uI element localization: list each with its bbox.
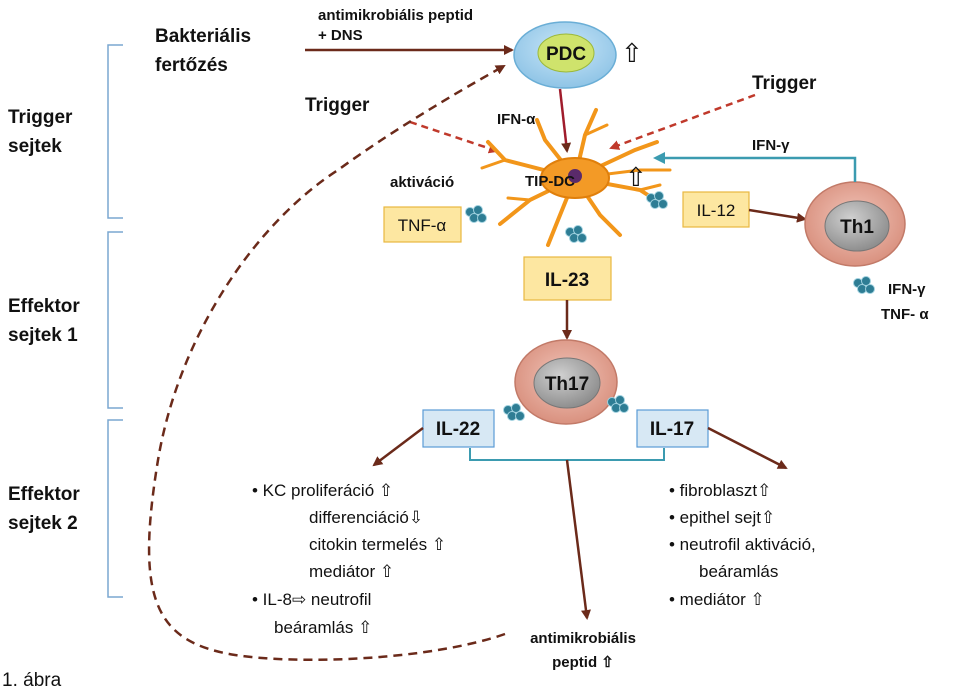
peptide-out-line1: antimikrobiális xyxy=(530,630,636,647)
tipdc-label: TIP-DC xyxy=(525,173,575,190)
il22-effect-6: beáramlás ⇧ xyxy=(274,618,372,637)
cytokine-dots-th17-right xyxy=(607,395,629,413)
il17-effect-5: • mediátor ⇧ xyxy=(669,590,765,609)
th1-cell: Th1 xyxy=(804,181,906,267)
tnf-box xyxy=(383,206,462,243)
cytokine-dots-tnf xyxy=(465,205,487,223)
il22-label: IL-22 xyxy=(436,419,480,440)
trigger-left-label: Trigger xyxy=(305,95,370,116)
peptide-out-line2: peptid ⇧ xyxy=(552,654,614,671)
cytokine-dots-dc-bottom xyxy=(565,225,587,243)
il22-effect-2: differenciáció⇩ xyxy=(309,508,423,527)
il23-label: IL-23 xyxy=(545,270,589,291)
il12-box xyxy=(682,191,750,228)
bacterial-line2: fertőzés xyxy=(155,55,228,76)
label-trigger-line1: Trigger xyxy=(8,107,73,128)
arrow-trigger-left xyxy=(409,120,499,154)
il23-box xyxy=(523,256,612,301)
th17-label: Th17 xyxy=(545,374,589,395)
arrow-to-peptide xyxy=(565,459,591,620)
label-effector2-line1: Effektor xyxy=(8,484,80,505)
arrow-trigger-right xyxy=(609,93,756,150)
il17-effect-4: beáramlás xyxy=(699,562,778,581)
il22-effect-1: • KC proliferáció ⇧ xyxy=(252,481,393,500)
cytokine-dots-th1 xyxy=(853,276,875,294)
il17-box xyxy=(636,409,709,448)
il22-box xyxy=(422,409,495,448)
label-effector1-line1: Effektor xyxy=(8,296,80,317)
ifn-alpha-label: IFN-α xyxy=(497,111,536,128)
figure-caption: 1. ábra xyxy=(2,670,62,691)
il17-effect-3: • neutrofil aktiváció, xyxy=(669,535,816,554)
feedback-loop-dashed xyxy=(147,64,506,662)
arrow-il17-effects xyxy=(707,426,788,470)
cytokine-dots-th17-left xyxy=(503,403,525,421)
il22-effect-3: citokin termelés ⇧ xyxy=(309,535,446,554)
antimicrobial-dns-line1: antimikrobiális peptid xyxy=(318,7,473,24)
bracket-trigger xyxy=(107,44,123,219)
bracket-effector2 xyxy=(107,419,123,598)
bracket-effector1 xyxy=(107,231,123,409)
trigger-right-label: Trigger xyxy=(752,73,817,94)
il22-effect-4: mediátor ⇧ xyxy=(309,562,394,581)
label-effector2-line2: sejtek 2 xyxy=(8,513,78,534)
th1-cytokine-line1: IFN-γ xyxy=(888,281,926,298)
label-effector1-line2: sejtek 1 xyxy=(8,325,78,346)
th17-cell: Th17 xyxy=(514,339,618,425)
il22-effect-5: • IL-8⇨ neutrofil xyxy=(252,590,371,609)
bracket-il22-il17 xyxy=(469,448,665,461)
th1-cytokine-line2: TNF- α xyxy=(881,306,929,323)
bacterial-line1: Bakteriális xyxy=(155,26,251,47)
pdc-cell: PDC xyxy=(513,21,617,89)
il17-effect-2: • epithel sejt⇧ xyxy=(669,508,775,527)
antimicrobial-dns-line2: + DNS xyxy=(318,27,363,44)
cytokine-dots-dc-right xyxy=(646,191,668,209)
il17-label: IL-17 xyxy=(650,419,694,440)
arrow-th1-ifn-gamma xyxy=(653,152,857,182)
pdc-label: PDC xyxy=(546,44,586,65)
arrow-il12-to-th1 xyxy=(748,208,807,223)
ifn-gamma-top-label: IFN-γ xyxy=(752,137,790,154)
arrow-pdc-to-tipdc xyxy=(558,88,572,153)
th1-label: Th1 xyxy=(840,217,874,238)
arrow-il22-effects xyxy=(372,427,424,467)
pdc-up-arrow-icon: ⇧ xyxy=(621,38,643,68)
il12-box-label: IL-12 xyxy=(697,201,736,220)
il17-effect-1: • fibroblaszt⇧ xyxy=(669,481,771,500)
tipdc-up-arrow-icon: ⇧ xyxy=(625,162,647,192)
tnf-box-label: TNF-α xyxy=(398,216,447,235)
activation-label: aktiváció xyxy=(390,174,454,191)
label-trigger-line2: sejtek xyxy=(8,136,62,157)
tipdc-cell xyxy=(480,108,672,247)
